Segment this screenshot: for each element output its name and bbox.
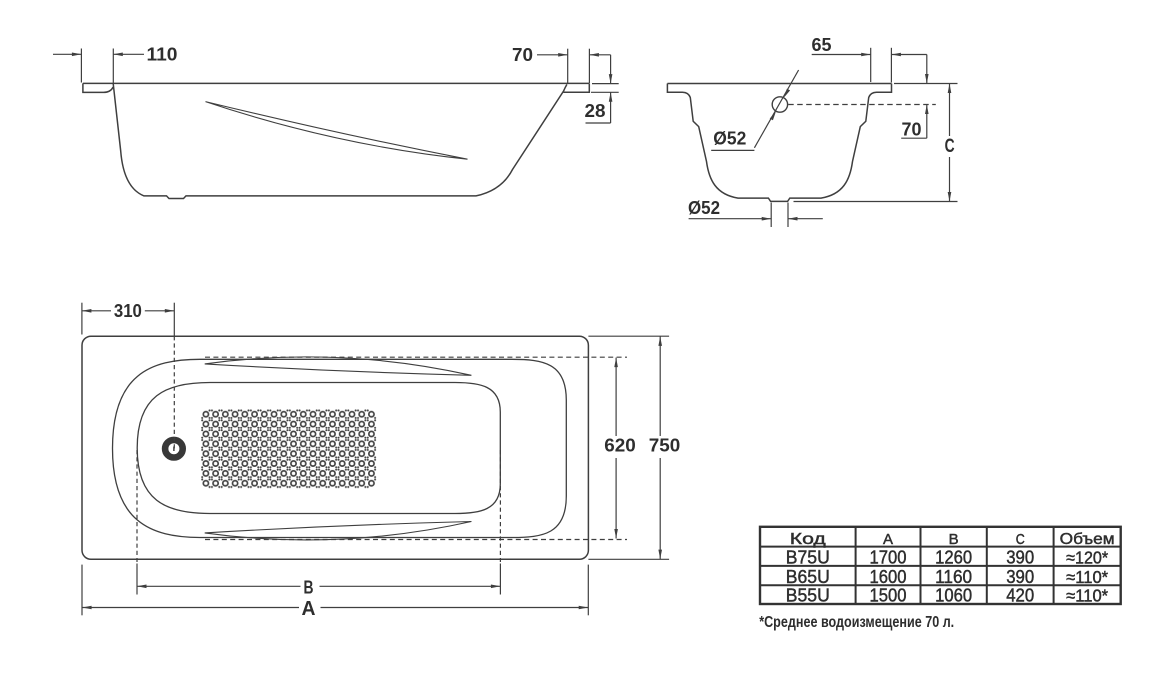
svg-text:70: 70 — [512, 45, 533, 65]
svg-text:65: 65 — [812, 35, 832, 55]
svg-text:≈110*: ≈110* — [1066, 586, 1108, 606]
svg-text:Объем: Объем — [1060, 531, 1115, 548]
svg-text:B: B — [304, 578, 314, 598]
svg-text:1260: 1260 — [935, 547, 972, 568]
svg-text:C: C — [945, 135, 955, 157]
svg-text:Код: Код — [790, 531, 826, 548]
svg-text:Ø52: Ø52 — [713, 129, 746, 149]
svg-text:Ø52: Ø52 — [688, 198, 720, 218]
svg-text:A: A — [883, 532, 893, 548]
svg-text:390: 390 — [1006, 547, 1034, 568]
svg-text:C: C — [1016, 532, 1025, 548]
svg-text:1500: 1500 — [870, 585, 907, 606]
svg-text:28: 28 — [585, 101, 606, 121]
svg-text:B65U: B65U — [786, 566, 830, 587]
svg-text:≈120*: ≈120* — [1066, 548, 1108, 568]
svg-text:420: 420 — [1006, 585, 1034, 606]
svg-text:B: B — [949, 532, 959, 548]
svg-text:310: 310 — [114, 301, 142, 321]
svg-text:A: A — [302, 598, 316, 620]
svg-text:1160: 1160 — [935, 566, 972, 587]
svg-text:750: 750 — [649, 435, 681, 455]
svg-text:110: 110 — [147, 45, 178, 65]
svg-text:B75U: B75U — [786, 547, 830, 568]
svg-text:70: 70 — [902, 120, 922, 140]
svg-text:1600: 1600 — [870, 566, 907, 587]
svg-text:*Среднее водоизмещение 70 л.: *Среднее водоизмещение 70 л. — [759, 614, 954, 631]
svg-text:B55U: B55U — [786, 585, 830, 606]
svg-text:390: 390 — [1006, 566, 1034, 587]
svg-text:≈110*: ≈110* — [1066, 567, 1108, 587]
svg-text:1060: 1060 — [935, 585, 972, 606]
svg-text:1700: 1700 — [870, 547, 907, 568]
svg-text:620: 620 — [604, 435, 636, 455]
